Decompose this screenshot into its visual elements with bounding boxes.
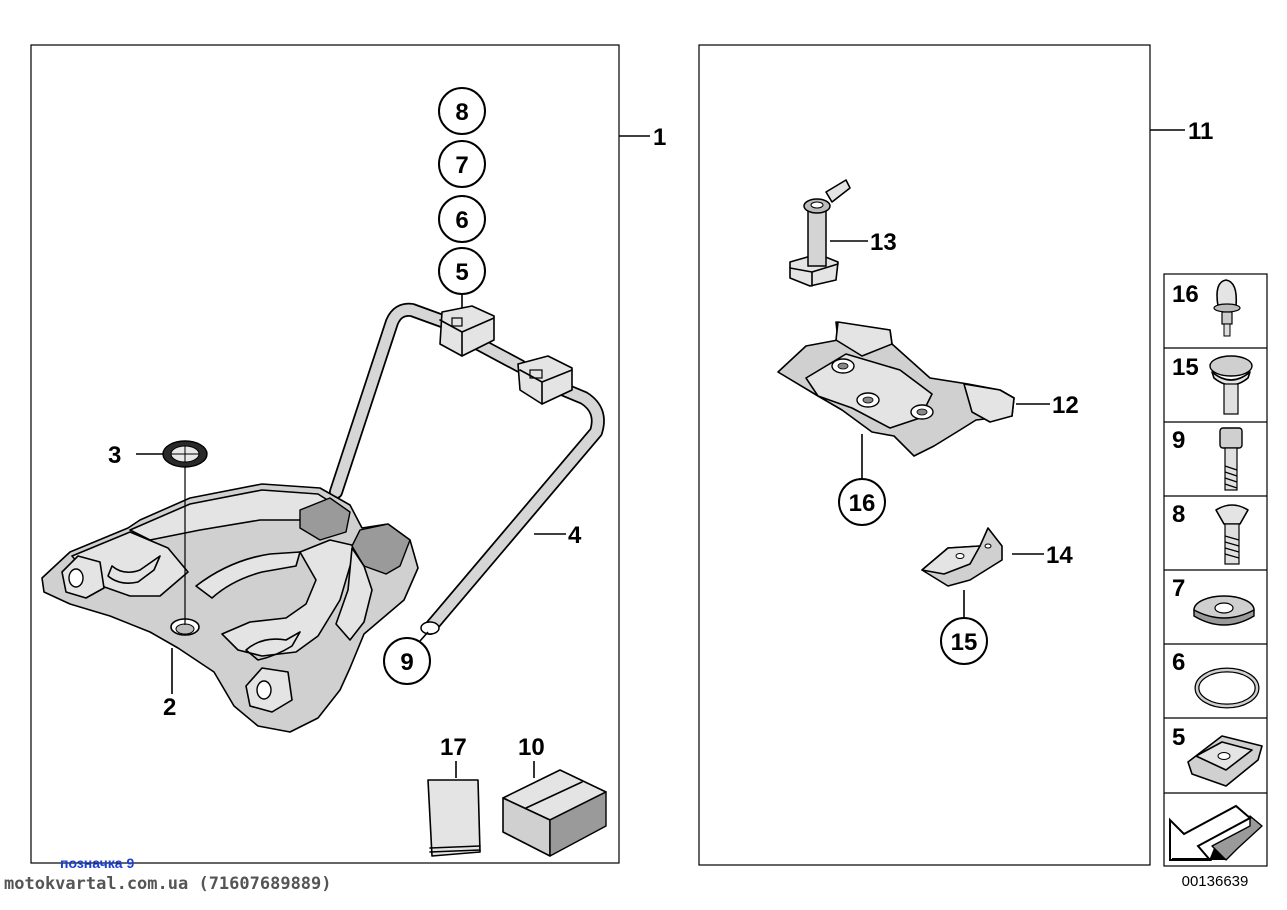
svg-text:7: 7	[455, 152, 468, 179]
parts-thumbnail-column	[1163, 273, 1268, 867]
tube-bracket-part-4	[329, 302, 605, 635]
thumbnail-part-6[interactable]: 6	[1172, 649, 1260, 709]
svg-text:7: 7	[1172, 575, 1185, 602]
kit-box-part-10	[502, 769, 607, 857]
svg-text:9: 9	[400, 649, 413, 676]
thumbnail-part-7[interactable]: 7	[1172, 575, 1255, 626]
left-assembly-frame	[30, 44, 620, 864]
thumbnail-part-5[interactable]: 5	[1172, 724, 1263, 787]
svg-text:16: 16	[1172, 281, 1199, 308]
svg-text:8: 8	[455, 99, 468, 126]
watermark-text: motokvartal.com.ua (71607689889)	[4, 874, 332, 894]
callout-1[interactable]: 1	[653, 124, 666, 151]
carrier-plate-part-2	[41, 483, 419, 733]
mounting-plate-part-12	[777, 321, 1015, 457]
callout-3[interactable]: 3	[108, 442, 121, 469]
svg-text:15: 15	[1172, 354, 1199, 381]
svg-text:5: 5	[455, 259, 468, 286]
callout-7[interactable]: 7	[438, 140, 486, 188]
callout-8[interactable]: 8	[438, 87, 486, 135]
svg-text:6: 6	[455, 207, 468, 234]
direction-arrow-icon	[1169, 804, 1263, 861]
right-assembly-frame	[698, 44, 1151, 866]
svg-text:5: 5	[1172, 724, 1185, 751]
thumbnail-part-8[interactable]: 8	[1172, 501, 1249, 565]
svg-text:8: 8	[1172, 501, 1185, 528]
callout-17[interactable]: 17	[440, 734, 467, 761]
svg-text:15: 15	[951, 629, 978, 656]
callout-2[interactable]: 2	[163, 694, 176, 721]
thumbnail-part-16[interactable]: 16	[1172, 279, 1241, 337]
callout-4[interactable]: 4	[568, 522, 582, 549]
callout-15-mid[interactable]: 15	[940, 617, 988, 665]
thumbnail-part-9[interactable]: 9	[1172, 427, 1243, 491]
manual-booklet-part-17	[427, 779, 481, 857]
callout-5[interactable]: 5	[438, 247, 486, 295]
svg-text:16: 16	[849, 490, 876, 517]
thumbnail-part-15[interactable]: 15	[1172, 354, 1253, 415]
callout-14[interactable]: 14	[1046, 542, 1073, 569]
svg-text:6: 6	[1172, 649, 1185, 676]
lock-pin-part-13	[789, 179, 851, 287]
callout-16-mid[interactable]: 16	[838, 478, 886, 526]
emblem-part-3	[162, 440, 208, 468]
callout-12[interactable]: 12	[1052, 392, 1079, 419]
page-caption[interactable]: позначка 9	[60, 855, 134, 871]
callout-11[interactable]: 11	[1188, 118, 1213, 145]
callout-9-left[interactable]: 9	[383, 637, 431, 685]
svg-text:9: 9	[1172, 427, 1185, 454]
callout-13[interactable]: 13	[870, 229, 897, 256]
callout-10[interactable]: 10	[518, 734, 545, 761]
small-bracket-part-14	[921, 527, 1003, 587]
diagram-reference-number: 00136639	[1182, 873, 1249, 890]
callout-6[interactable]: 6	[438, 195, 486, 243]
